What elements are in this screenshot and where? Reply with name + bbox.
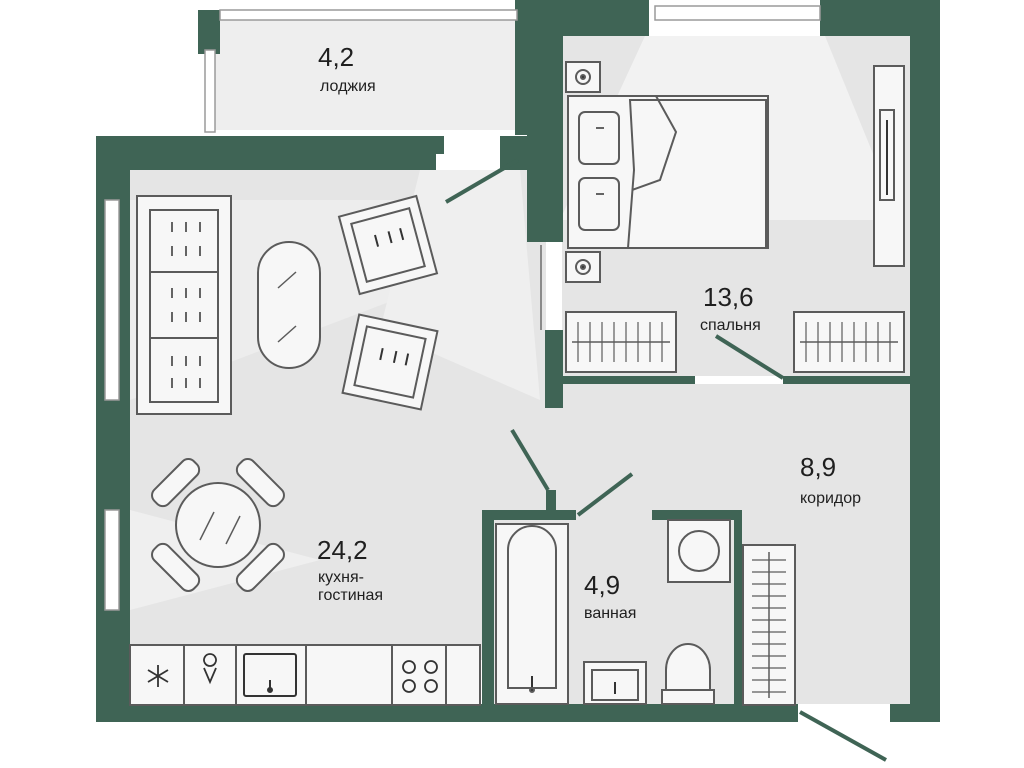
wall [890,704,940,722]
window [219,9,518,21]
wardrobe-icon [793,311,905,373]
kitchen-name-line2: гостиная [318,587,383,604]
wall [482,510,576,520]
loggia-floor [215,18,522,130]
doors [444,158,887,762]
wall [96,704,798,722]
bathroom-area: 4,9 [584,570,620,600]
kitchen-name-line1: кухня- [318,569,364,586]
armchair-icon [341,313,439,411]
wall [563,376,695,384]
window [104,199,120,401]
sink-icon [243,653,297,697]
armchair-icon [337,194,439,296]
corridor-area: 8,9 [800,452,836,482]
wardrobe-icon [565,311,677,373]
bathroom-door [576,472,634,517]
wall [527,0,563,242]
wall [783,376,910,384]
wall [96,136,436,170]
window [204,49,216,133]
wardrobe-icon [742,544,796,706]
wall [545,330,563,408]
toilet-icon [661,643,715,705]
bedroom-name: спальня [700,317,761,334]
kitchen-counter [129,644,481,706]
snowflake-icon [147,665,169,687]
windows [104,5,821,611]
wall [527,0,649,36]
room-labels: 4,2 лоджия 13,6 спальня 8,9 коридор 24,2… [317,42,861,622]
stove-icon [402,660,438,693]
bed-icon [567,95,769,249]
wall [546,490,556,512]
wall [910,0,940,722]
wall [482,510,494,704]
loggia-name: лоджия [320,78,376,95]
sofa-icon [136,195,232,415]
location-pin-icon [203,653,217,685]
nightstand [565,61,601,283]
desk [873,65,905,267]
window [104,509,120,611]
entrance-door [799,710,887,762]
corridor-name: коридор [800,490,861,507]
dining-table-icon [151,458,285,592]
bathroom-name: ванная [584,605,636,622]
kitchen-door [510,428,550,492]
bathroom-sink-icon [583,661,647,705]
wall [436,136,444,154]
loggia-door [444,158,520,204]
washing-machine-icon [667,519,731,583]
window [654,5,821,21]
kitchen-area: 24,2 [317,535,368,565]
loggia-area: 4,2 [318,42,354,72]
wall [734,510,742,704]
walls [96,0,940,722]
bathtub-icon [495,523,569,705]
bedroom-door [714,334,785,380]
coffee-table-icon [257,241,321,369]
wall [652,510,742,520]
bedroom-area: 13,6 [703,282,754,312]
wall [198,10,220,54]
